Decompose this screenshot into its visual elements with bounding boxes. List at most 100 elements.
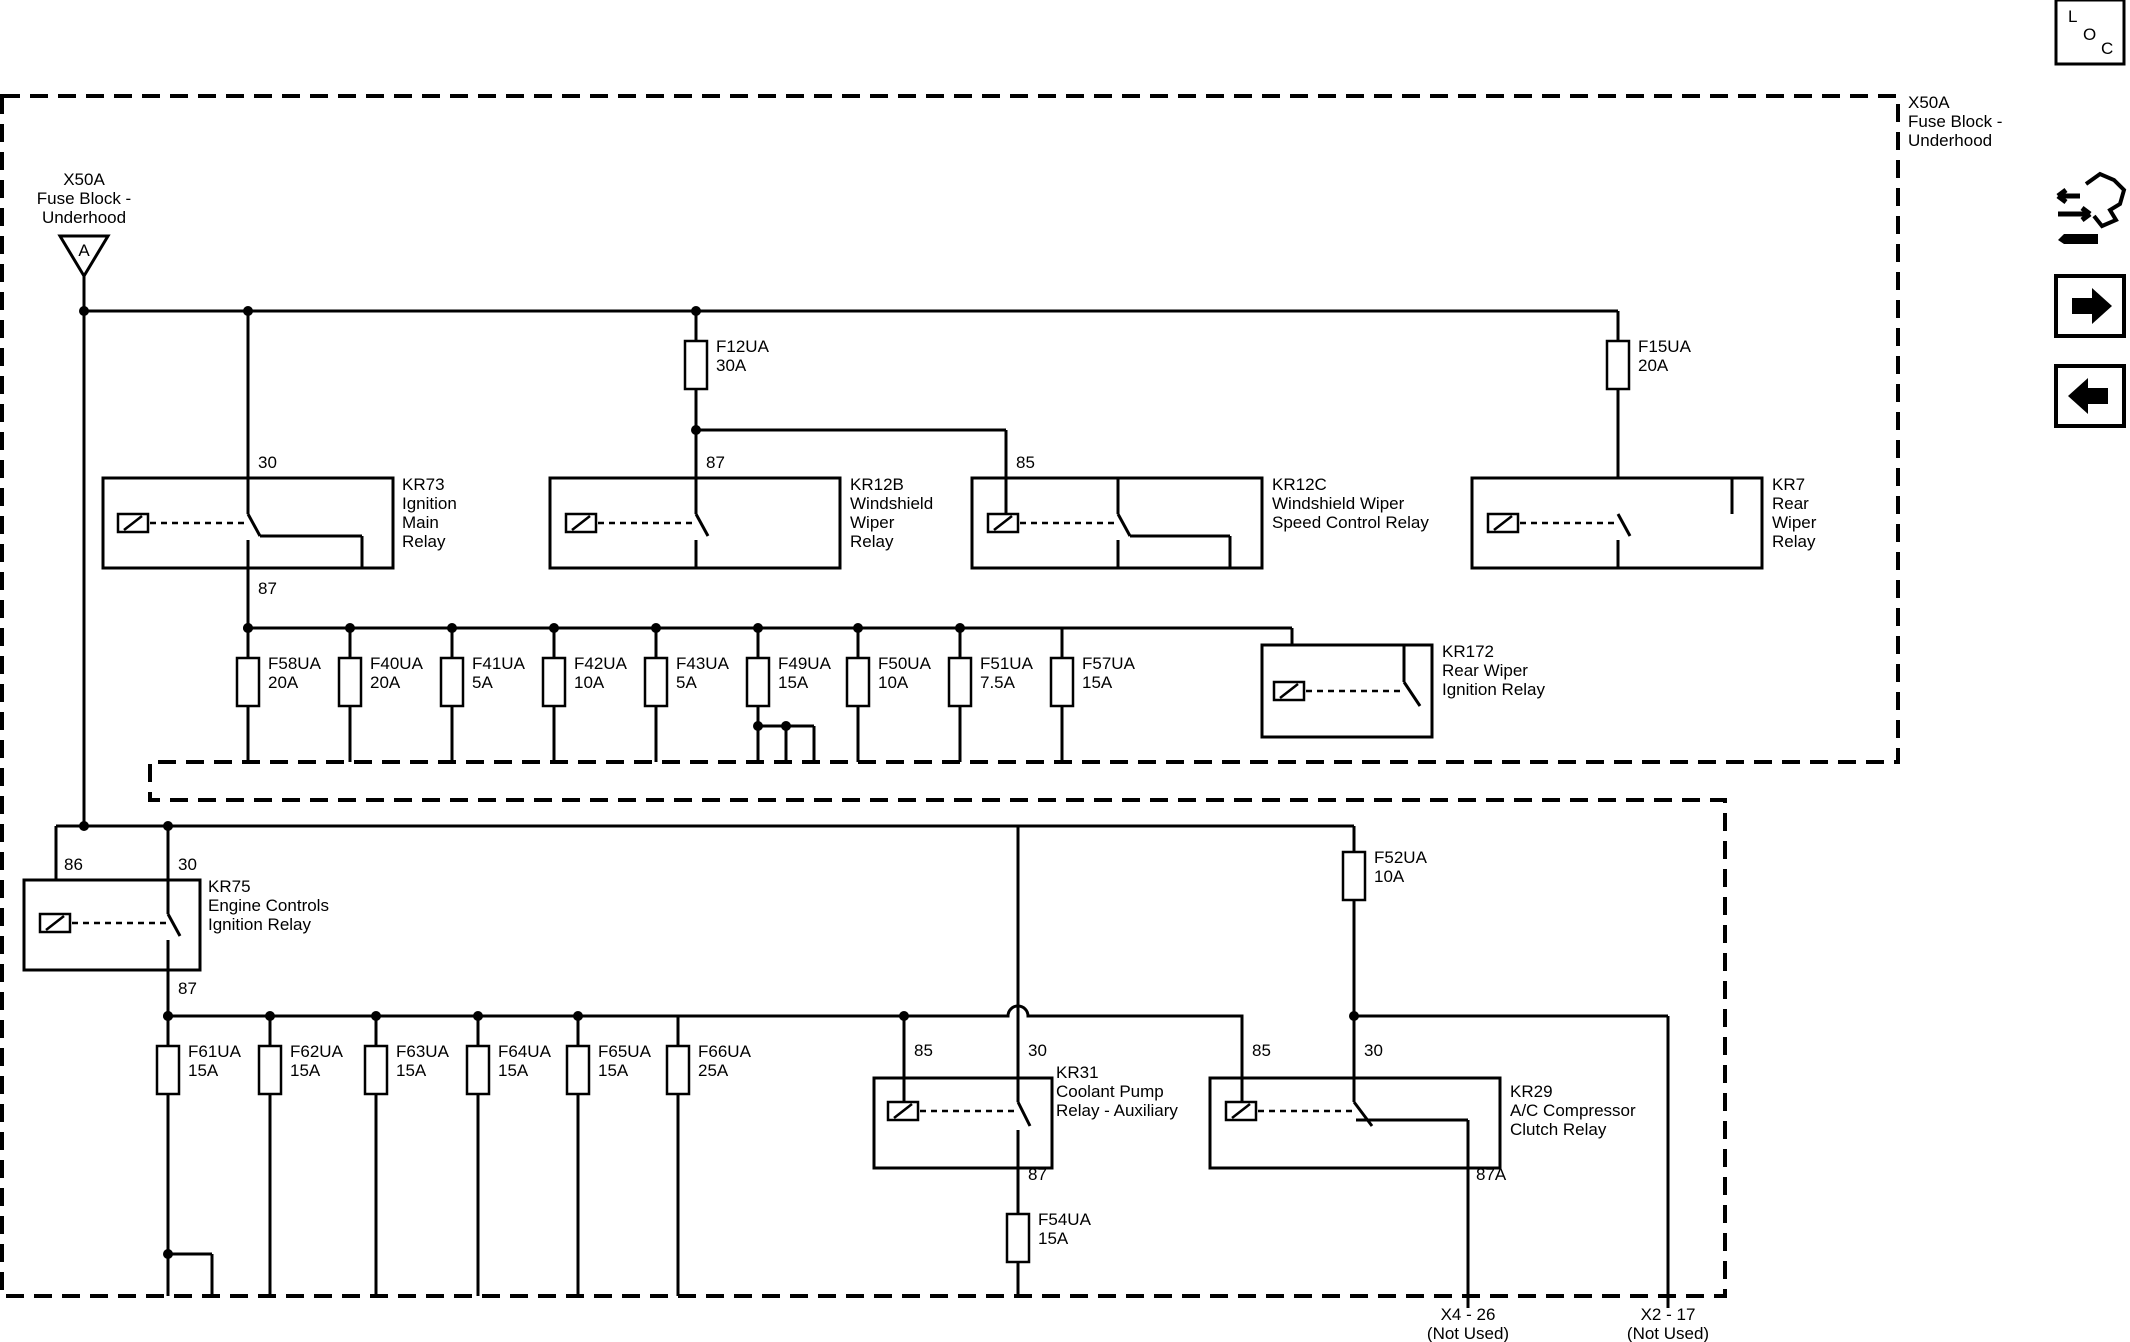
svg-text:25A: 25A [698, 1061, 729, 1080]
back-arrow-button[interactable] [2054, 364, 2126, 428]
svg-text:5A: 5A [676, 673, 697, 692]
svg-text:F52UA: F52UA [1374, 848, 1428, 867]
svg-text:F50UA: F50UA [878, 654, 932, 673]
svg-text:85: 85 [1252, 1041, 1271, 1060]
svg-text:Relay: Relay [850, 532, 894, 551]
svg-text:KR31: KR31 [1056, 1063, 1099, 1082]
svg-text:Rear Wiper: Rear Wiper [1442, 661, 1528, 680]
svg-text:10A: 10A [574, 673, 605, 692]
svg-text:F15UA: F15UA [1638, 337, 1692, 356]
relay-kr12c: 85 KR12C Windshield Wiper Speed Control … [970, 453, 1429, 570]
svg-text:Rear: Rear [1772, 494, 1809, 513]
svg-text:F41UA: F41UA [472, 654, 526, 673]
svg-text:10A: 10A [878, 673, 909, 692]
svg-text:F57UA: F57UA [1082, 654, 1136, 673]
svg-text:F12UA: F12UA [716, 337, 770, 356]
svg-text:Relay: Relay [1772, 532, 1816, 551]
fuse-row-upper: F58UA20AF40UA20AF41UA5AF42UA10AF43UA5AF4… [235, 623, 1136, 762]
output-x2-17: X2 - 17 (Not Used) [1627, 1305, 1709, 1342]
svg-text:86: 86 [64, 855, 83, 874]
loc-button[interactable]: L O C [2054, 0, 2126, 66]
svg-text:85: 85 [1016, 453, 1035, 472]
relay-kr29: 85 30 87A KR29 A/C Compressor Clutch Rel… [1208, 1041, 1636, 1184]
svg-text:F62UA: F62UA [290, 1042, 344, 1061]
svg-text:30: 30 [1364, 1041, 1383, 1060]
svg-text:KR75: KR75 [208, 877, 251, 896]
svg-text:15A: 15A [598, 1061, 629, 1080]
relay-kr7: KR7 Rear Wiper Relay [1470, 475, 1817, 570]
svg-text:87: 87 [258, 579, 277, 598]
relay-kr12b: 87 KR12B Windshield Wiper Relay [548, 453, 933, 570]
svg-text:Ignition: Ignition [402, 494, 457, 513]
svg-text:X4 - 26: X4 - 26 [1441, 1305, 1496, 1324]
svg-text:Wiper: Wiper [1772, 513, 1817, 532]
lower-wires [54, 821, 1670, 1308]
svg-text:15A: 15A [778, 673, 809, 692]
fuse-f54ua: F54UA 15A [1005, 1210, 1092, 1264]
svg-text:F61UA: F61UA [188, 1042, 242, 1061]
svg-text:Coolant Pump: Coolant Pump [1056, 1082, 1164, 1101]
svg-text:85: 85 [914, 1041, 933, 1060]
f49ua-splice [753, 721, 816, 762]
relay-kr75: 86 30 87 KR75 Engine Controls Ignition R… [22, 855, 329, 998]
svg-text:30A: 30A [716, 356, 747, 375]
relay-kr172: KR172 Rear Wiper Ignition Relay [1260, 642, 1546, 739]
svg-text:KR12B: KR12B [850, 475, 904, 494]
svg-text:Windshield Wiper: Windshield Wiper [1272, 494, 1405, 513]
forward-arrow-button[interactable] [2054, 274, 2126, 338]
svg-text:A/C Compressor: A/C Compressor [1510, 1101, 1636, 1120]
svg-text:30: 30 [1028, 1041, 1047, 1060]
svg-text:15A: 15A [1038, 1229, 1069, 1248]
connector-x50a-a: X50A Fuse Block - Underhood A [37, 170, 131, 279]
svg-text:KR29: KR29 [1510, 1082, 1553, 1101]
svg-text:7.5A: 7.5A [980, 673, 1016, 692]
svg-text:(Not Used): (Not Used) [1427, 1324, 1509, 1342]
relay-kr31: 85 30 87 KR31 Coolant Pump Relay - Auxil… [872, 1008, 1178, 1184]
fuse-row-lower: F61UA15AF62UA15AF63UA15AF64UA15AF65UA15A… [155, 1011, 752, 1296]
fuse-f15ua: F15UA 20A [1605, 337, 1692, 391]
svg-text:10A: 10A [1374, 867, 1405, 886]
fuse-f12ua: F12UA 30A [683, 337, 770, 391]
vehicle-service-icon[interactable] [2056, 171, 2127, 244]
svg-text:15A: 15A [290, 1061, 321, 1080]
svg-text:Ignition Relay: Ignition Relay [208, 915, 312, 934]
svg-text:15A: 15A [188, 1061, 219, 1080]
svg-text:Ignition Relay: Ignition Relay [1442, 680, 1546, 699]
svg-text:KR172: KR172 [1442, 642, 1494, 661]
top-wires [79, 276, 1620, 826]
svg-text:KR73: KR73 [402, 475, 445, 494]
svg-text:20A: 20A [370, 673, 401, 692]
svg-text:Relay - Auxiliary: Relay - Auxiliary [1056, 1101, 1178, 1120]
svg-text:F58UA: F58UA [268, 654, 322, 673]
fuse-block-label: X50A Fuse Block - Underhood [1908, 93, 2002, 150]
svg-text:KR7: KR7 [1772, 475, 1805, 494]
svg-text:30: 30 [178, 855, 197, 874]
svg-text:F66UA: F66UA [698, 1042, 752, 1061]
svg-text:F54UA: F54UA [1038, 1210, 1092, 1229]
svg-text:KR12C: KR12C [1272, 475, 1327, 494]
svg-text:O: O [2083, 25, 2096, 44]
svg-text:Wiper: Wiper [850, 513, 895, 532]
f61ua-splice [163, 1249, 214, 1296]
svg-text:F65UA: F65UA [598, 1042, 652, 1061]
svg-text:15A: 15A [396, 1061, 427, 1080]
svg-text:C: C [2101, 39, 2113, 58]
svg-text:30: 30 [258, 453, 277, 472]
svg-text:X50A: X50A [63, 170, 105, 189]
svg-text:F51UA: F51UA [980, 654, 1034, 673]
relay-kr73: 30 87 KR73 Ignition Main Relay [101, 453, 457, 598]
arrow-left-icon [2068, 378, 2108, 414]
svg-text:Main: Main [402, 513, 439, 532]
